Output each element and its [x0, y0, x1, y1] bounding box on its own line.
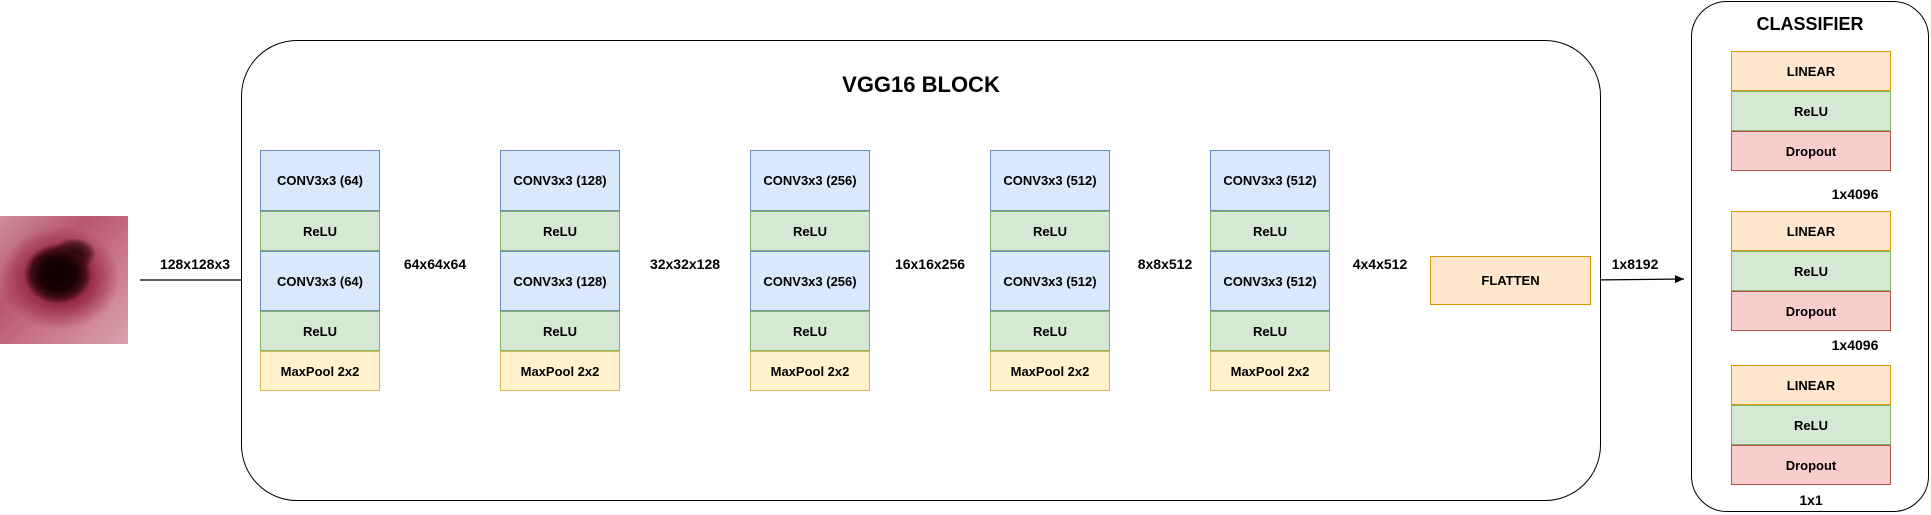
block1-conv2: CONV3x3 (64) [260, 251, 380, 311]
block1-relu2: ReLU [260, 311, 380, 351]
block4-relu1: ReLU [990, 211, 1110, 251]
block3-conv2: CONV3x3 (256) [750, 251, 870, 311]
block5-relu2: ReLU [1210, 311, 1330, 351]
block3-relu2: ReLU [750, 311, 870, 351]
classifier3-dropout: Dropout [1731, 445, 1891, 485]
block1-conv1: CONV3x3 (64) [260, 150, 380, 211]
classifier3-linear: LINEAR [1731, 365, 1891, 405]
block2-maxpool: MaxPool 2x2 [500, 351, 620, 391]
vgg16-title: VGG16 BLOCK [842, 72, 1000, 97]
block3-maxpool: MaxPool 2x2 [750, 351, 870, 391]
classifier2-dropout: Dropout [1731, 291, 1891, 331]
block1-maxpool: MaxPool 2x2 [260, 351, 380, 391]
block2-relu2: ReLU [500, 311, 620, 351]
block4-relu2: ReLU [990, 311, 1110, 351]
classifier1-dropout: Dropout [1731, 131, 1891, 171]
dim-label-block4: 8x8x512 [1137, 256, 1193, 272]
dim-label-block3: 16x16x256 [894, 256, 966, 272]
dim-label-block5: 4x4x512 [1352, 256, 1408, 272]
block1-relu1: ReLU [260, 211, 380, 251]
block5-relu1: ReLU [1210, 211, 1330, 251]
block5-maxpool: MaxPool 2x2 [1210, 351, 1330, 391]
block2-relu1: ReLU [500, 211, 620, 251]
classifier2-linear: LINEAR [1731, 211, 1891, 251]
classifier2-relu: ReLU [1731, 251, 1891, 291]
dim-label-flatten: 1x8192 [1611, 256, 1659, 272]
block3-conv1: CONV3x3 (256) [750, 150, 870, 211]
flatten-layer: FLATTEN [1430, 256, 1591, 305]
classifier-title: CLASSIFIER [1756, 14, 1864, 34]
classifier3-relu: ReLU [1731, 405, 1891, 445]
block4-maxpool: MaxPool 2x2 [990, 351, 1110, 391]
block2-conv2: CONV3x3 (128) [500, 251, 620, 311]
block5-conv1: CONV3x3 (512) [1210, 150, 1330, 211]
dim-label-block1: 64x64x64 [403, 256, 467, 272]
block2-conv1: CONV3x3 (128) [500, 150, 620, 211]
output-dim-label: 1x1 [1799, 492, 1823, 508]
block3-relu1: ReLU [750, 211, 870, 251]
vgg16-block-container [241, 40, 1601, 501]
arrow-flatten-to-classifier [1590, 275, 1685, 284]
input-image [0, 216, 128, 344]
block4-conv1: CONV3x3 (512) [990, 150, 1110, 211]
classifier1-linear: LINEAR [1731, 51, 1891, 91]
classifier1-relu: ReLU [1731, 91, 1891, 131]
classifier-dim-label-2: 1x4096 [1831, 337, 1879, 353]
block4-conv2: CONV3x3 (512) [990, 251, 1110, 311]
block5-conv2: CONV3x3 (512) [1210, 251, 1330, 311]
dim-label-input: 128x128x3 [159, 256, 231, 272]
classifier-dim-label-1: 1x4096 [1831, 186, 1879, 202]
dim-label-block2: 32x32x128 [649, 256, 721, 272]
